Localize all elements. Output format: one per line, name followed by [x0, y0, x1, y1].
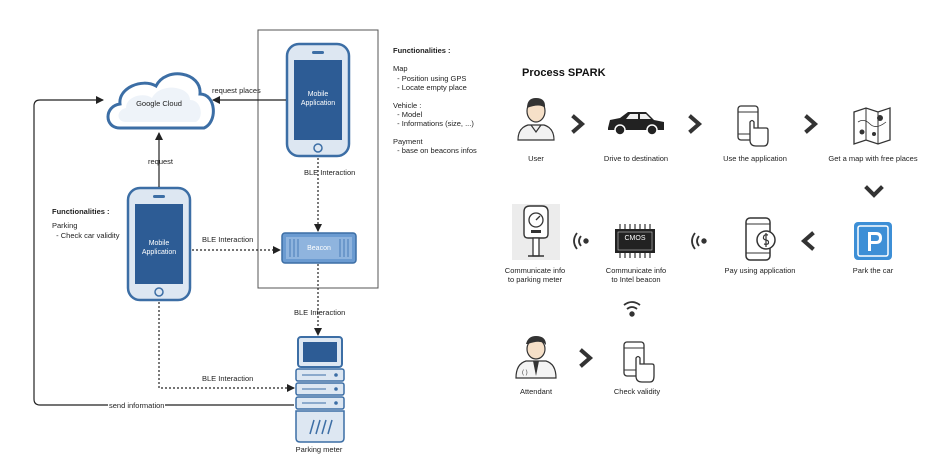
wireless-icon [573, 232, 707, 317]
process-title: Process SPARK [522, 67, 606, 79]
step-label-check-validity: Check validity [613, 387, 661, 396]
func-left-line: - Check car validity [52, 230, 120, 240]
func-right-line: - Informations (size, ...) [393, 119, 474, 129]
functionalities-right: Functionalities : Map - Position using G… [393, 46, 477, 155]
step-label-park: Park the car [852, 266, 894, 275]
chevron-right-icon [571, 114, 586, 134]
parking-meter-icon [512, 204, 560, 260]
func-right-line: - Locate empty place [393, 83, 467, 93]
map-icon [853, 107, 891, 145]
step-label-pay: Pay using application [724, 266, 796, 275]
phone-touch-icon [737, 105, 769, 147]
func-right-line: Map [393, 64, 408, 74]
step-label-intel-beacon: Communicate info to Intel beacon [605, 266, 667, 285]
chevron-right-icon [804, 114, 819, 134]
chevron-right-icon [579, 348, 594, 368]
func-right-line: - Position using GPS [393, 73, 467, 83]
step-label-attendant: Attendant [519, 387, 553, 396]
step-label-parking-meter: Communicate info to parking meter [504, 266, 566, 285]
step-label-drive: Drive to destination [603, 154, 669, 163]
send-information-label: send information [108, 401, 166, 411]
chevron-left-icon [800, 231, 815, 251]
svg-text:( ): ( ) [522, 370, 528, 376]
cmos-label: CMOS [624, 235, 646, 242]
phone-payment-icon [745, 217, 776, 261]
connectors [33, 96, 322, 406]
request-places-label: request places [212, 86, 261, 95]
check-phone-icon [623, 341, 655, 383]
functionalities-left: Functionalities : Parking - Check car va… [52, 207, 120, 240]
func-right-line: Payment [393, 136, 423, 146]
parking-sign-icon [854, 222, 892, 260]
functionalities-left-title: Functionalities : [52, 207, 110, 216]
parking-meter-label: Parking meter [295, 445, 343, 454]
attendant-icon: ( ) [515, 336, 557, 379]
user-icon [517, 98, 555, 141]
func-right-line: - base on beacons infos [393, 146, 477, 155]
beacon-label: Beacon [307, 245, 331, 252]
ble-interaction-left-label: BLE Interaction [202, 235, 254, 244]
cloud-icon [106, 72, 215, 130]
mobile-phone-left-icon [126, 186, 192, 302]
car-icon [608, 112, 664, 136]
step-label-get-map: Get a map with free places [828, 154, 918, 163]
ble-interaction-top-label: BLE Interaction [304, 168, 356, 177]
func-left-line: Parking [52, 221, 78, 231]
chevron-down-icon [864, 185, 884, 198]
request-label: request [148, 157, 174, 166]
func-right-line: Vehicle : [393, 100, 422, 110]
parking-meter-server-icon [295, 336, 345, 443]
google-cloud-label: Google Cloud [136, 99, 182, 108]
cmos-chip-icon [615, 224, 655, 258]
step-label-use-app: Use the application [723, 154, 787, 163]
mobile-phone-top-icon [285, 42, 351, 158]
step-label-user: User [528, 154, 544, 163]
functionalities-right-title: Functionalities : [393, 46, 451, 55]
chevron-right-icon [688, 114, 703, 134]
beacon-icon [281, 232, 357, 264]
ble-interaction-bottom-label: BLE Interaction [202, 374, 254, 383]
ble-interaction-mid-label: BLE Interaction [294, 308, 346, 317]
func-right-line: - Model [393, 109, 423, 119]
